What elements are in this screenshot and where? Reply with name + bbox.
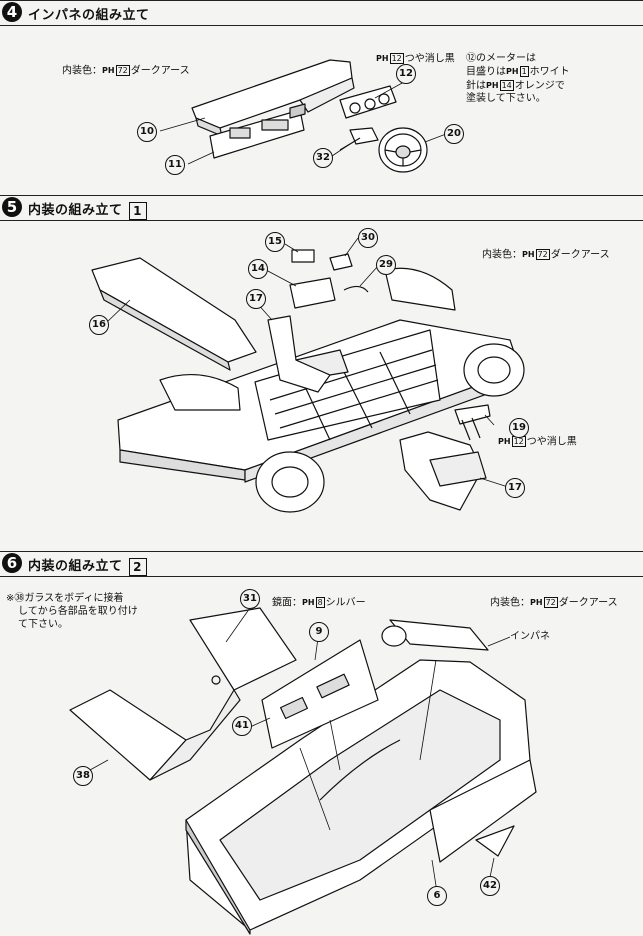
part-callout: 29 — [376, 255, 396, 275]
part-callout: 16 — [89, 315, 109, 335]
part-callout: 17 — [505, 478, 525, 498]
part-callout: 41 — [232, 716, 252, 736]
part-callout: 19 — [509, 418, 529, 438]
step-4-header: 4 インパネの組み立て — [0, 0, 643, 26]
side-panel-part — [429, 759, 537, 863]
part-callout: 10 — [137, 122, 157, 142]
step-number: 6 — [2, 553, 22, 573]
part-callout: 42 — [480, 876, 500, 896]
chassis-floor-part — [117, 319, 521, 483]
part-callout: 30 — [358, 228, 378, 248]
dashboard-mini — [381, 619, 489, 651]
inpane-label: インパネ — [510, 631, 550, 642]
part-callout: 31 — [240, 589, 260, 609]
part-callout: 32 — [313, 148, 333, 168]
part-callout: 14 — [248, 259, 268, 279]
wheels — [159, 267, 525, 513]
part-callout: 15 — [265, 232, 285, 252]
step-number: 4 — [2, 2, 22, 22]
front-seat-left-part — [267, 315, 349, 393]
rear-deck-part — [69, 607, 297, 781]
rear-seat-part — [91, 257, 257, 371]
door-panel-part — [261, 639, 379, 749]
part-callout: 9 — [309, 622, 329, 642]
step-title: インパネの組み立て — [28, 8, 150, 23]
steering-wheel-part — [378, 127, 428, 173]
center-console-part — [289, 249, 369, 309]
part-callout: 20 — [444, 124, 464, 144]
body-shell-part — [185, 659, 531, 935]
part-callout: 6 — [427, 886, 447, 906]
part-callout: 38 — [73, 766, 93, 786]
part-callout: 11 — [165, 155, 185, 175]
front-seat-right-part — [399, 431, 487, 511]
part-callout: 17 — [246, 289, 266, 309]
part-callout: 12 — [396, 64, 416, 84]
pedals-part — [454, 404, 491, 441]
glass-note: ※㊳ガラスをボディに接着 してから各部品を取り付け て下さい。 — [6, 593, 138, 630]
step-number: 5 — [2, 197, 22, 217]
dashboard-part — [191, 59, 355, 159]
